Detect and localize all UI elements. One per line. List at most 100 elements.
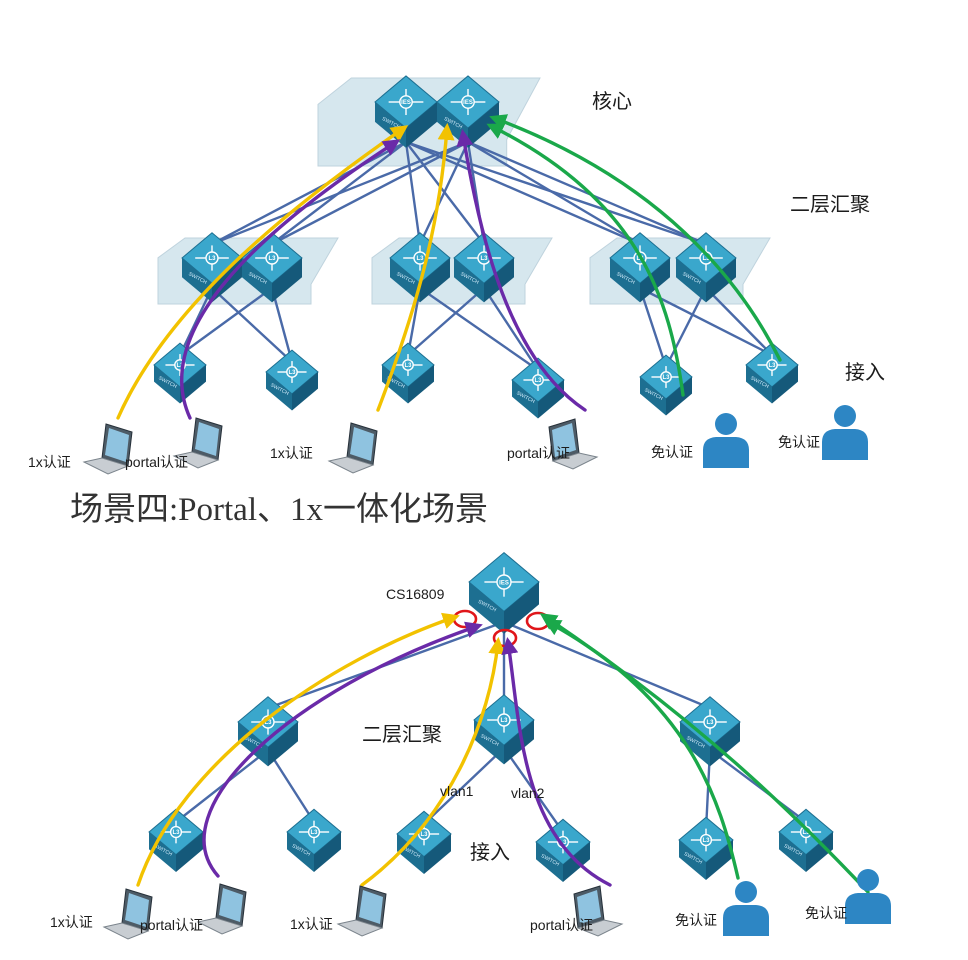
switch-side (408, 365, 434, 404)
network-link (418, 286, 540, 372)
switch-badge-text: L3 (706, 720, 714, 726)
switch-side (640, 258, 670, 303)
switch-badge-text: L3 (702, 838, 710, 844)
switch-side (390, 258, 420, 303)
user-head (834, 405, 856, 427)
switch-badge-ring (307, 825, 321, 839)
switch-side (468, 102, 499, 148)
switch-side (640, 377, 666, 416)
endpoint-label: portal认证 (507, 445, 571, 461)
switch-side (666, 377, 692, 416)
switch-badge-text: L3 (662, 375, 670, 381)
switch-side (504, 582, 539, 634)
access-label: 接入 (845, 362, 885, 384)
switch-side (746, 365, 772, 404)
portal-flow (501, 636, 612, 887)
laptop-icon (102, 888, 153, 940)
vlan-label: vlan2 (511, 785, 545, 801)
switch-side (676, 258, 706, 303)
switch-badge-text: L3 (500, 718, 508, 724)
endpoint-label: 1x认证 (270, 445, 313, 461)
laptop-base (196, 917, 244, 935)
laptop-display (125, 893, 149, 927)
switch-side (710, 722, 740, 767)
switch-badge-text: L3 (416, 256, 424, 262)
laptop-base (551, 452, 599, 470)
laptop-base (102, 922, 150, 940)
portal-flow (456, 128, 587, 412)
switch-badge-text: L3 (420, 832, 428, 838)
switch-badge-text: L3 (480, 256, 488, 262)
switch-side (538, 380, 564, 419)
laptop-display (359, 890, 383, 924)
switch-badge-text: IES (463, 100, 473, 106)
switch-side (536, 842, 563, 882)
switch-side (420, 258, 450, 303)
network-link (178, 286, 274, 357)
switch-badge-ring (766, 359, 778, 371)
network-link (502, 620, 712, 710)
user-icon (723, 881, 769, 936)
switch-side (706, 840, 733, 880)
endpoint-label: 免认证 (651, 444, 693, 460)
scene-caption: 场景四:Portal、1x一体化场景 (70, 492, 488, 528)
network-link (418, 140, 470, 246)
switch-side (424, 834, 451, 874)
switch-side (154, 365, 180, 404)
switch-side (406, 102, 437, 148)
switch-side (268, 722, 298, 767)
switch-side (610, 258, 640, 303)
switch-badge-ring (660, 371, 672, 383)
user-body (822, 429, 868, 460)
switch-side (292, 372, 318, 411)
switch-badge-text: L3 (404, 363, 412, 369)
laptop-icon (327, 422, 378, 474)
switch-side (679, 840, 706, 880)
switch-side (272, 258, 302, 303)
network-link (704, 286, 774, 357)
switch-badge-text: L3 (534, 378, 542, 384)
switch-side (397, 834, 424, 874)
user-icon (703, 413, 749, 468)
user-head (715, 413, 737, 435)
switch-badge-ring (265, 251, 279, 265)
switch-side (469, 582, 504, 634)
aggregation-label: 二层汇聚 (790, 194, 870, 216)
switch-badge-ring (461, 95, 475, 109)
network-link (466, 140, 642, 246)
laptop-base (82, 457, 130, 475)
network-link (270, 140, 470, 246)
dot1x-flow (116, 125, 409, 420)
network-link (210, 140, 408, 246)
laptop-icon (573, 885, 624, 937)
switch-badge-text: L3 (268, 256, 276, 262)
switch-badge-text: L3 (768, 363, 776, 369)
switch-side (454, 258, 484, 303)
endpoint-label: 免认证 (778, 434, 820, 450)
switch-badge-text: L3 (802, 830, 810, 836)
switch-badge-text: IES (499, 580, 509, 586)
switch-side (504, 720, 534, 765)
portal-flow (202, 621, 483, 878)
network-link (482, 286, 540, 372)
endpoint-label: portal认证 (125, 454, 189, 470)
network-link (664, 286, 708, 369)
switch-badge-ring (703, 715, 717, 729)
aggregation-label: 二层汇聚 (362, 724, 442, 746)
switch-badge-ring (532, 374, 544, 386)
user-body (845, 893, 891, 924)
switch-side (242, 258, 272, 303)
core-label: 核心 (592, 91, 632, 113)
endpoint-label: 免认证 (805, 905, 847, 921)
dot1x-flow (136, 612, 460, 887)
network-link (210, 286, 294, 364)
